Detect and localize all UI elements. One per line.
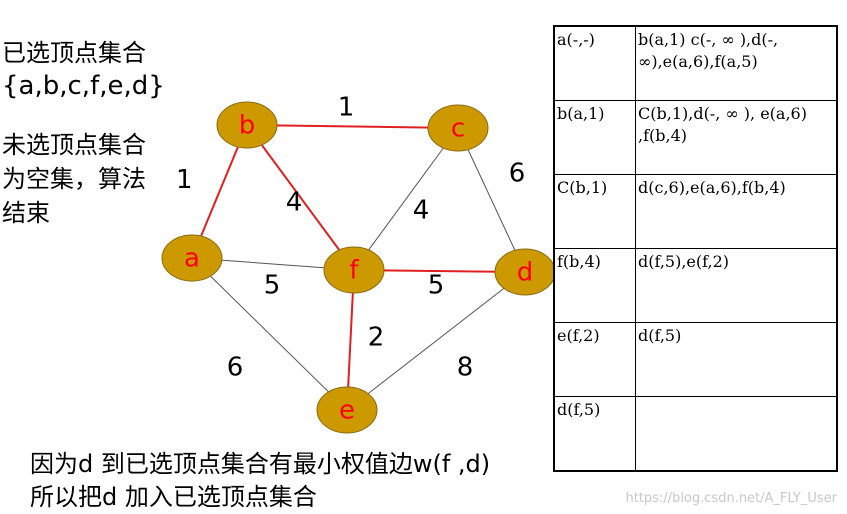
node-label-b: b	[239, 111, 256, 141]
edge-weight-e-d: 8	[457, 353, 474, 383]
edge-weight-b-c: 1	[338, 93, 355, 123]
selected-set-values: {a,b,c,f,e,d}	[2, 71, 165, 101]
candidate-edges-cell: d(f,5)	[635, 322, 838, 397]
node-label-a: a	[184, 244, 200, 274]
edge-c-f	[353, 127, 459, 271]
edge-weight-f-d: 5	[428, 271, 445, 301]
table-row: b(a,1)C(b,1),d(-, ∞ ), e(a,6) ,f(b,4)	[553, 100, 838, 175]
explanation-line-2: 所以把d 加入已选顶点集合	[30, 483, 317, 511]
edge-weight-c-d: 6	[509, 159, 526, 189]
edge-weight-a-f: 5	[264, 271, 281, 301]
edge-a-e	[191, 257, 348, 411]
node-d: d	[494, 248, 553, 296]
watermark: https://blog.csdn.net/A_FLY_User	[625, 491, 837, 506]
table-row: C(b,1)d(c,6),e(a,6),f(b,4)	[553, 174, 838, 249]
candidate-edges-cell	[635, 396, 838, 472]
selected-vertex-cell: f(b,4)	[553, 248, 636, 323]
table-row: f(b,4)d(f,5),e(f,2)	[553, 248, 838, 323]
edge-b-c	[246, 124, 459, 129]
selected-vertex-cell: e(f,2)	[553, 322, 636, 397]
node-a: a	[161, 234, 223, 282]
selected-vertex-cell: d(f,5)	[553, 396, 636, 472]
edge-weight-f-e: 2	[368, 323, 385, 353]
selected-set-title: 已选顶点集合	[2, 39, 146, 67]
node-label-d: d	[517, 258, 534, 288]
table-row: e(f,2)d(f,5)	[553, 322, 838, 397]
candidate-edges-cell: C(b,1),d(-, ∞ ), e(a,6) ,f(b,4)	[635, 100, 838, 175]
node-c: c	[427, 104, 489, 152]
candidate-edges-cell: b(a,1) c(-, ∞ ),d(-, ∞),e(a,6),f(a,5)	[635, 25, 838, 101]
graph-diagram: 1 4 4 6 5 5 2 6 8 a b c d e f	[161, 93, 553, 434]
node-label-c: c	[451, 114, 465, 144]
candidate-edges-cell: d(c,6),e(a,6),f(b,4)	[635, 174, 838, 249]
candidate-edges-cell: d(f,5),e(f,2)	[635, 248, 838, 323]
edge-weight-b-f: 4	[286, 188, 303, 218]
selected-vertex-cell: a(-,-)	[553, 25, 636, 101]
node-b: b	[216, 101, 278, 149]
selected-vertex-cell: C(b,1)	[553, 174, 636, 249]
table-row: a(-,-)b(a,1) c(-, ∞ ),d(-, ∞),e(a,6),f(a…	[553, 25, 838, 101]
unselected-set-text: 未选顶点集合 为空集，算法 结束	[2, 131, 146, 227]
edge-c-d	[457, 127, 526, 273]
edge-b-f	[246, 124, 355, 271]
explanation-line-1: 因为d 到已选顶点集合有最小权值边w(f ,d)	[30, 450, 491, 478]
edge-weight-a-e: 6	[227, 353, 244, 383]
node-e: e	[316, 386, 378, 434]
edge-weight-c-f: 4	[413, 196, 430, 226]
node-f: f	[323, 246, 385, 294]
edge-e-d	[346, 271, 526, 411]
prim-steps-table: a(-,-)b(a,1) c(-, ∞ ),d(-, ∞),e(a,6),f(a…	[553, 25, 838, 472]
table-row: d(f,5)	[553, 396, 838, 472]
node-label-f: f	[349, 256, 359, 286]
algorithm-number: 1	[176, 165, 193, 195]
node-label-e: e	[339, 396, 355, 426]
selected-vertex-cell: b(a,1)	[553, 100, 636, 175]
